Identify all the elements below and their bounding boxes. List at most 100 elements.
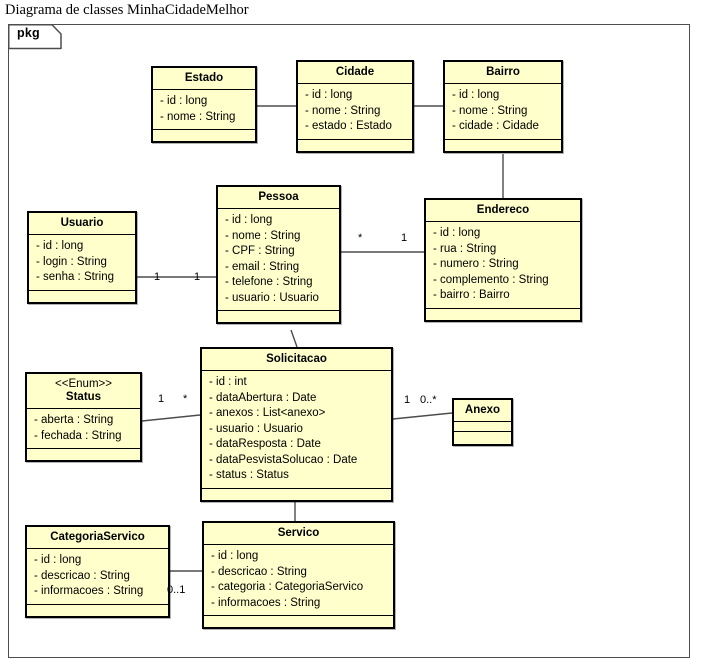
attribute: - id : long (36, 240, 84, 252)
attribute: - id : long (160, 95, 208, 107)
class-name: Bairro (486, 66, 520, 78)
class-attributes: - id : long - nome : String (153, 90, 255, 130)
page-title: Diagrama de classes MinhaCidadeMelhor (5, 2, 249, 18)
class-operations (426, 309, 580, 320)
attribute: - login : String (36, 255, 107, 268)
class-title: Pessoa (218, 187, 339, 209)
attribute: - numero : String (433, 258, 519, 270)
class-attributes: - id : long - nome : String - CPF : Stri… (218, 209, 339, 311)
class-title: Solicitacao (202, 349, 391, 371)
attribute: - descricao : String (34, 569, 130, 582)
multiplicity-usuario: 1 (154, 271, 161, 283)
class-attributes: - id : long - rua : String - numero : St… (426, 222, 580, 309)
class-box-usuario[interactable]: Usuario - id : long - login : String - s… (27, 211, 137, 304)
attribute: - descricao : String (211, 565, 307, 578)
attribute: - fechada : String (34, 429, 122, 442)
attribute: - dataAbertura : Date (209, 391, 317, 404)
class-operations (204, 616, 393, 627)
attribute: - nome : String (452, 104, 528, 117)
attribute: - CPF : String (225, 245, 295, 257)
class-name: Solicitacao (266, 353, 327, 365)
class-title: Anexo (454, 400, 511, 422)
class-title: Estado (153, 68, 255, 90)
attribute: - id : long (225, 214, 273, 226)
attribute: - telefone : String (225, 276, 313, 288)
class-box-categoriaservico[interactable]: CategoriaServico - id : long - descricao… (25, 525, 170, 618)
class-attributes: - id : int - dataAbertura : Date - anexo… (202, 371, 391, 489)
class-title: Endereco (426, 200, 580, 222)
class-attributes: - id : long - descricao : String - infor… (27, 549, 168, 605)
class-operations (153, 130, 255, 141)
class-operations (202, 489, 391, 500)
class-box-status[interactable]: <<Enum>> Status - aberta : String - fech… (25, 372, 142, 462)
class-name: Endereco (476, 204, 530, 216)
attribute: - categoria : CategoriaServico (211, 581, 364, 593)
attribute: - dataPesvistaSolucao : Date (209, 453, 358, 466)
attribute: - nome : String (160, 110, 236, 123)
attribute: - anexos : List<anexo> (209, 407, 326, 419)
class-title: <<Enum>> Status (27, 374, 140, 409)
class-title: Servico (204, 523, 393, 545)
class-operations (298, 140, 412, 151)
attribute: - bairro : Bairro (433, 289, 510, 301)
class-box-pessoa[interactable]: Pessoa - id : long - nome : String - CPF… (216, 185, 341, 324)
attribute: - dataResposta : Date (209, 438, 321, 450)
class-box-anexo[interactable]: Anexo (452, 398, 513, 446)
multiplicity-pessoa-left: 1 (194, 271, 201, 283)
attribute: - complemento : String (433, 273, 549, 286)
attribute: - nome : String (305, 104, 381, 117)
attribute: - usuario : Usuario (209, 422, 303, 435)
attribute: - usuario : Usuario (225, 291, 319, 304)
package-tab (8, 24, 62, 50)
class-operations (445, 140, 561, 151)
class-box-endereco[interactable]: Endereco - id : long - rua : String - nu… (424, 198, 582, 322)
multiplicity-status: 1 (158, 393, 165, 405)
class-name: Pessoa (258, 191, 299, 203)
class-box-bairro[interactable]: Bairro - id : long - nome : String - cid… (443, 60, 563, 153)
class-box-solicitacao[interactable]: Solicitacao - id : int - dataAbertura : … (200, 347, 393, 502)
attribute: - senha : String (36, 271, 114, 283)
class-name: Servico (277, 527, 320, 539)
attribute: - rua : String (433, 242, 497, 255)
multiplicity-endereco: 1 (401, 232, 408, 244)
multiplicity-categoriaservico: 0..1 (167, 584, 186, 596)
class-box-cidade[interactable]: Cidade - id : long - nome : String - est… (296, 60, 414, 153)
package-frame (8, 24, 690, 658)
multiplicity-solicitacao-left: * (183, 393, 188, 405)
class-name: Status (65, 391, 102, 403)
class-operations (454, 432, 511, 444)
class-name: Usuario (60, 217, 104, 229)
attribute: - status : Status (209, 469, 289, 481)
class-name: Estado (184, 72, 224, 84)
attribute: - id : long (452, 89, 500, 101)
class-title: CategoriaServico (27, 527, 168, 549)
package-label: pkg (17, 26, 40, 40)
class-box-servico[interactable]: Servico - id : long - descricao : String… (202, 521, 395, 629)
attribute: - id : long (34, 554, 82, 566)
attribute: - id : int (209, 376, 247, 388)
attribute: - id : long (211, 550, 259, 562)
class-title: Usuario (29, 213, 135, 235)
attribute: - informacoes : String (34, 585, 144, 597)
attribute: - nome : String (225, 229, 301, 242)
class-attributes: - id : long - descricao : String - categ… (204, 545, 393, 616)
class-attributes: - id : long - nome : String - cidade : C… (445, 84, 561, 140)
multiplicity-anexo: 0..* (420, 394, 437, 406)
attribute: - id : long (433, 227, 481, 239)
class-operations (27, 449, 140, 460)
class-box-estado[interactable]: Estado - id : long - nome : String (151, 66, 257, 143)
class-operations (29, 291, 135, 302)
class-stereotype: <<Enum>> (55, 378, 112, 390)
class-title: Cidade (298, 62, 412, 84)
class-name: Anexo (464, 404, 501, 416)
class-title: Bairro (445, 62, 561, 84)
attribute: - email : String (225, 260, 300, 273)
class-attributes (454, 422, 511, 432)
class-name: Cidade (335, 66, 375, 78)
attribute: - estado : Estado (305, 120, 392, 132)
class-name: CategoriaServico (50, 531, 145, 543)
class-operations (27, 605, 168, 616)
multiplicity-solicitacao-right: 1 (404, 394, 411, 406)
attribute: - aberta : String (34, 414, 114, 426)
class-attributes: - aberta : String - fechada : String (27, 409, 140, 449)
